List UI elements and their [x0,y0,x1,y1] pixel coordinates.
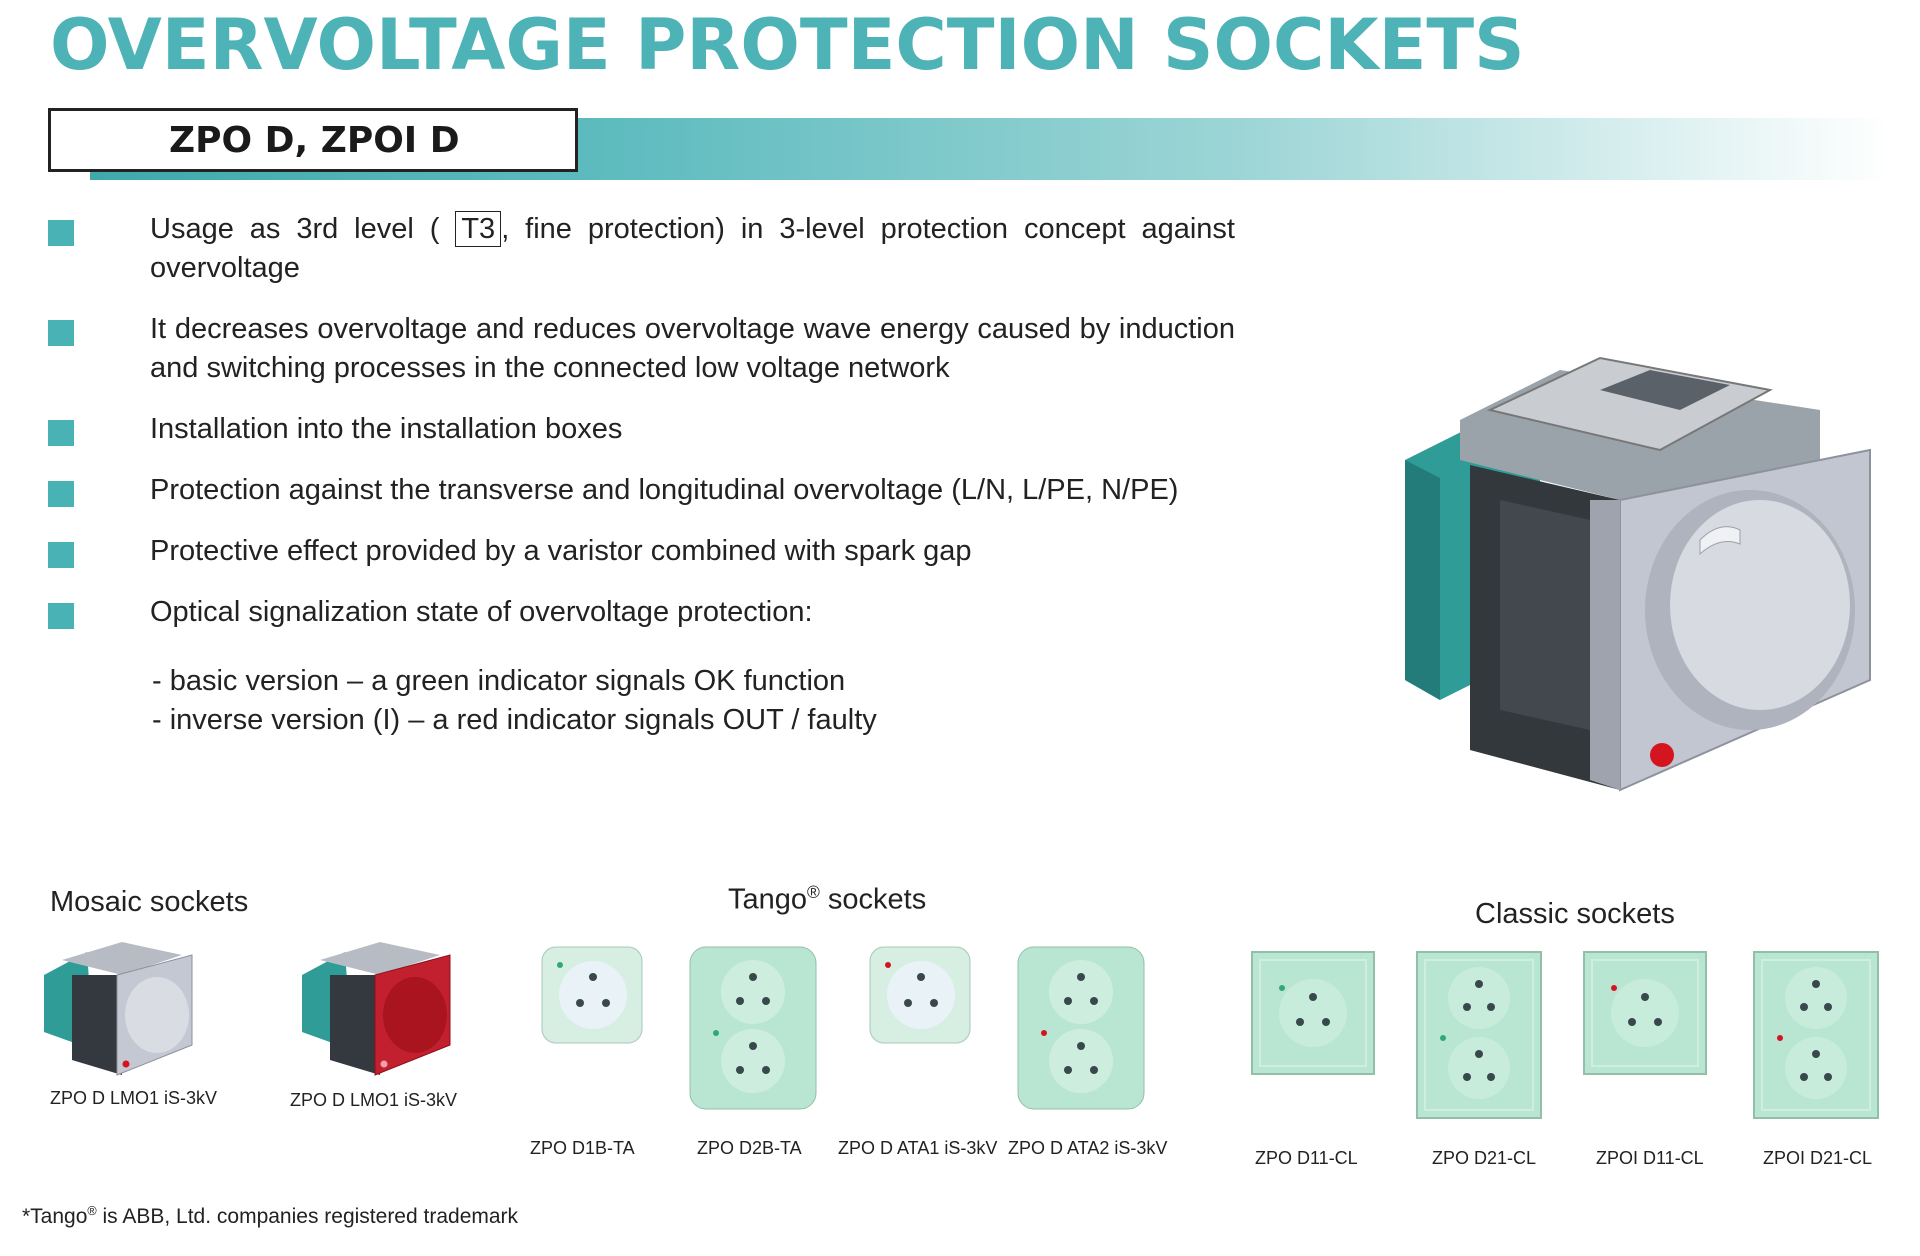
classic-double-socket-image [1416,951,1542,1119]
t3-box: T3 [455,211,502,247]
classic-single-socket-image [1251,951,1375,1075]
hero-socket-image [1405,356,1871,792]
mosaic-red-socket-image [302,942,451,1076]
product-caption: ZPO D ATA1 iS-3kV [838,1138,998,1158]
trademark-footnote: *Tango® is ABB, Ltd. companies registere… [22,1204,519,1228]
list-item: Usage as 3rd level ( T3, fine protection… [48,210,1238,288]
product-caption: ZPOI D21-CL [1763,1148,1873,1168]
bullet-square-icon [48,320,74,346]
bullet-square-icon [48,542,74,568]
page-title: OVERVOLTAGE PROTECTION SOCKETS [50,4,1525,86]
product-caption: ZPO D ATA2 iS-3kV [1008,1138,1168,1158]
product-caption: ZPOI D11-CL [1596,1148,1704,1168]
list-item: It decreases overvoltage and reduces ove… [48,310,1238,388]
sub-line-basic: - basic version – a green indicator sign… [152,665,846,697]
classic-inverse-double-socket-image [1753,951,1879,1119]
product-caption: ZPO D2B-TA [697,1138,802,1158]
bullet-square-icon [48,603,74,629]
mosaic-section-label: Mosaic sockets [50,886,249,918]
product-caption: ZPO D LMO1 iS-3kV [290,1090,458,1110]
sub-line-inverse: - inverse version (I) – a red indicator … [152,704,877,736]
mosaic-socket-image [44,942,193,1076]
indicator-versions: - basic version – a green indicator sign… [152,662,877,740]
tango-double-socket-image [689,946,817,1110]
bullet-square-icon [48,481,74,507]
list-item: Optical signalization state of overvolta… [48,593,1238,632]
subtitle-box: ZPO D, ZPOI D [48,108,578,172]
product-caption: ZPO D21-CL [1432,1148,1537,1168]
product-caption: ZPO D1B-TA [530,1138,635,1158]
tango-ata2-socket-image [1017,946,1145,1110]
classic-inverse-single-socket-image [1583,951,1707,1075]
list-item: Protective effect provided by a varistor… [48,532,1238,571]
subtitle: ZPO D, ZPOI D [169,119,460,161]
bullet-square-icon [48,220,74,246]
tango-single-socket-image [541,946,643,1044]
tango-section-label: Tango® sockets [728,882,927,916]
tango-ata1-socket-image [869,946,971,1044]
list-item: Installation into the installation boxes [48,410,1238,449]
product-caption: ZPO D LMO1 iS-3kV [50,1088,218,1108]
product-caption: ZPO D11-CL [1255,1148,1358,1168]
bullet-square-icon [48,420,74,446]
classic-section-label: Classic sockets [1475,898,1675,930]
feature-list: Usage as 3rd level ( T3, fine protection… [48,210,1238,654]
list-item: Protection against the transverse and lo… [48,471,1238,510]
